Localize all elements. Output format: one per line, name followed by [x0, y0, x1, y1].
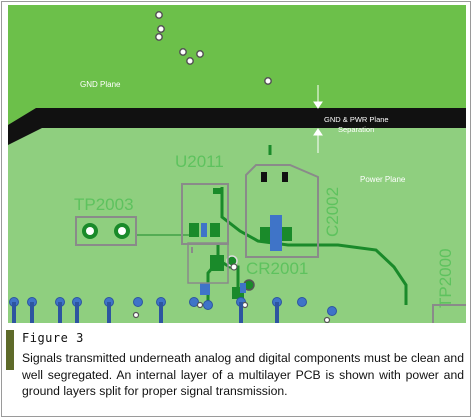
power-plane-label: Power Plane	[360, 175, 406, 184]
power-plane	[8, 127, 466, 323]
tp2003-outline	[75, 216, 137, 246]
u2011-outline	[181, 183, 229, 245]
u2011-designator: U2011	[175, 152, 224, 171]
separation-label-line1: GND & PWR Plane	[324, 115, 389, 124]
cr2001-designator: CR2001	[246, 259, 308, 278]
tp2003-designator: TP2003	[74, 195, 134, 214]
separation-band	[8, 108, 466, 145]
gnd-vias	[155, 11, 272, 85]
pcb-layout-image: GND Plane GND & PWR Plane Separation Pow…	[8, 5, 466, 323]
tp2000-designator: TP2000	[436, 248, 455, 308]
separation-arrows	[313, 85, 323, 153]
gnd-plane-label: GND Plane	[80, 80, 121, 89]
separation-label-line2: Separation	[338, 125, 374, 134]
c2002-outline	[245, 164, 319, 258]
c2002-designator: C2002	[323, 187, 342, 237]
figure-caption: Signals transmitted underneath analog an…	[22, 351, 464, 398]
bottom-pads	[9, 297, 337, 323]
caption-accent-bar	[6, 330, 14, 370]
figure-label: Figure 3	[22, 331, 84, 345]
